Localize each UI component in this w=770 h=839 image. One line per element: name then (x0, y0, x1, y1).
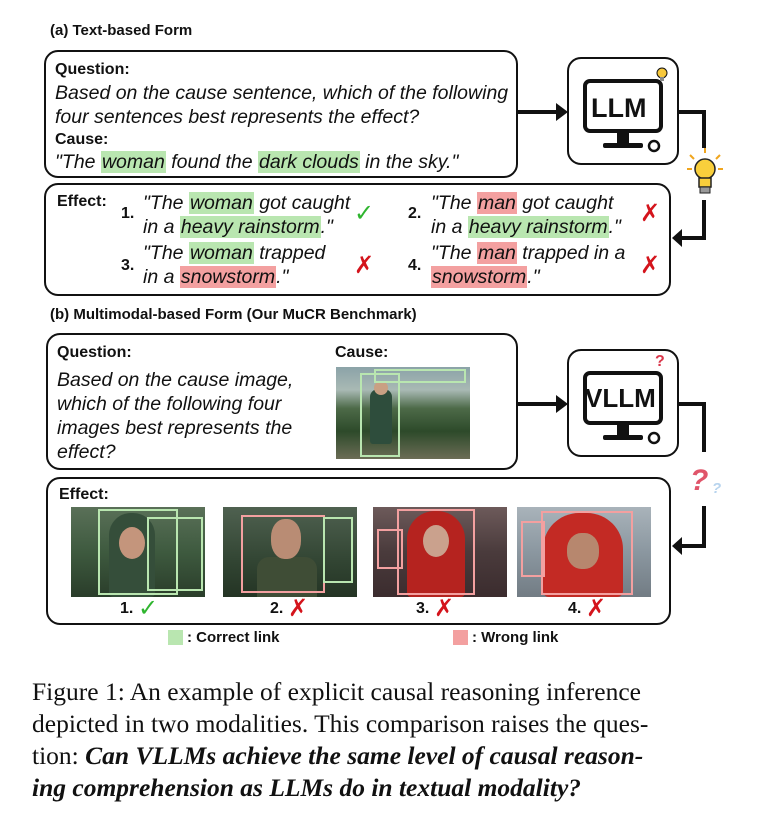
image-number: 1. (120, 600, 134, 617)
cause-label: Cause: (55, 131, 109, 148)
cause-text: found the (165, 151, 258, 173)
option-3-line-1: "The woman trapped (143, 242, 326, 264)
cause-text: in the sky." (359, 151, 459, 173)
option-number: 3. (121, 257, 135, 274)
small-question-icon: ? (655, 353, 665, 370)
cross-icon: ✗ (354, 252, 375, 279)
text-question-box: Question: Based on the cause sentence, w… (44, 50, 518, 178)
vllm-label: VLLM (585, 383, 656, 413)
llm-model-box: LLM (567, 57, 679, 165)
cause-highlight-correct: dark clouds (258, 151, 360, 173)
person-face (567, 533, 599, 569)
cross-icon: ✗ (640, 252, 661, 279)
effect-label: Effect: (57, 193, 107, 210)
image-effect-box: Effect: 1. ✓ 2. ✗ 3. ✗ 4. ✗ (46, 477, 671, 625)
caption-line-4: ing comprehension as LLMs do in textual … (32, 773, 582, 802)
question-line-3: images best represents the (57, 417, 293, 439)
question-line-2: which of the following four (57, 393, 282, 415)
effect-label: Effect: (59, 486, 109, 503)
text-effect-box: Effect: 1. "The woman got caught in a he… (44, 183, 671, 296)
option-number: 2. (408, 205, 422, 222)
option-number: 4. (408, 257, 422, 274)
question-line-1: Based on the cause image, (57, 369, 294, 391)
caption-line-2: depicted in two modalities. This compari… (32, 709, 649, 738)
effect-photo-1 (71, 507, 205, 597)
person-face (271, 519, 301, 559)
check-icon: ✓ (138, 595, 159, 622)
hiker-figure (370, 389, 392, 444)
option-1-line-1: "The woman got caught (143, 192, 351, 214)
person-body (257, 557, 317, 597)
correct-link-box (374, 369, 466, 383)
lightbulb-icon (687, 148, 723, 194)
image-number: 2. (270, 600, 284, 617)
legend-correct-label: : Correct link (187, 629, 280, 646)
question-line-4: effect? (57, 441, 116, 463)
correct-link-box (147, 517, 203, 591)
cause-label: Cause: (335, 344, 389, 361)
monitor-icon (583, 79, 663, 153)
option-4-line-2: snowstorm." (431, 266, 540, 288)
question-mark-icon: ? (690, 464, 709, 497)
correct-link-box (360, 373, 400, 457)
caption-line-1: Figure 1: An example of explicit causal … (32, 677, 641, 706)
question-line-1: Based on the cause sentence, which of th… (55, 82, 509, 104)
option-2-line-1: "The man got caught (431, 192, 614, 214)
arrow-to-vllm-icon (518, 395, 568, 413)
cause-highlight-correct: woman (100, 151, 166, 173)
image-question-box: Question: Based on the cause image, whic… (46, 333, 518, 470)
question-line-2: four sentences best represents the effec… (55, 106, 420, 128)
monitor-icon (583, 371, 663, 445)
wrong-link-box (397, 509, 475, 595)
option-1-line-2: in a heavy rainstorm." (143, 216, 333, 238)
wrong-link-box (521, 521, 545, 577)
legend-wrong-label: : Wrong link (472, 629, 559, 646)
option-2-line-2: in a heavy rainstorm." (431, 216, 621, 238)
cause-photo-hiker (336, 367, 470, 459)
cross-icon: ✗ (434, 595, 455, 622)
cause-sentence: "The woman found the dark clouds in the … (55, 150, 458, 174)
cross-icon: ✗ (288, 595, 309, 622)
wrong-link-box (241, 515, 325, 593)
effect-photo-2 (223, 507, 357, 597)
cause-text: "The (55, 151, 101, 173)
section-a-title: (a) Text-based Form (50, 22, 193, 39)
wrong-link-box (541, 511, 633, 595)
check-icon: ✓ (354, 200, 375, 227)
image-number: 3. (416, 600, 430, 617)
correct-link-box (98, 509, 178, 595)
section-b-title: (b) Multimodal-based Form (Our MuCR Benc… (50, 306, 417, 323)
legend-correct-swatch (168, 630, 183, 645)
option-4-line-1: "The man trapped in a (431, 242, 626, 264)
small-question-icon: ? (712, 480, 722, 497)
effect-photo-4 (517, 507, 651, 597)
effect-photo-3 (373, 507, 507, 597)
cross-icon: ✗ (586, 595, 607, 622)
arrow-vllm-to-effect-icon (672, 402, 706, 555)
llm-label: LLM (591, 93, 647, 123)
cross-icon: ✗ (640, 200, 661, 227)
question-label: Question: (57, 344, 132, 361)
person-face (119, 527, 145, 559)
hiker-head (374, 381, 388, 395)
question-label: Question: (55, 61, 130, 78)
person-face (423, 525, 449, 557)
image-number: 4. (568, 600, 582, 617)
option-3-line-2: in a snowstorm." (143, 266, 289, 288)
correct-link-box (323, 517, 353, 583)
option-number: 1. (121, 205, 135, 222)
arrow-to-llm-icon (518, 103, 568, 121)
small-lightbulb-icon (656, 67, 668, 81)
vllm-model-box: VLLM ? (567, 349, 679, 457)
wrong-link-box (377, 529, 403, 569)
caption-line-3: tion: Can VLLMs achieve the same level o… (32, 741, 644, 770)
arrow-llm-to-effect-icon (672, 110, 706, 247)
legend-wrong-swatch (453, 630, 468, 645)
